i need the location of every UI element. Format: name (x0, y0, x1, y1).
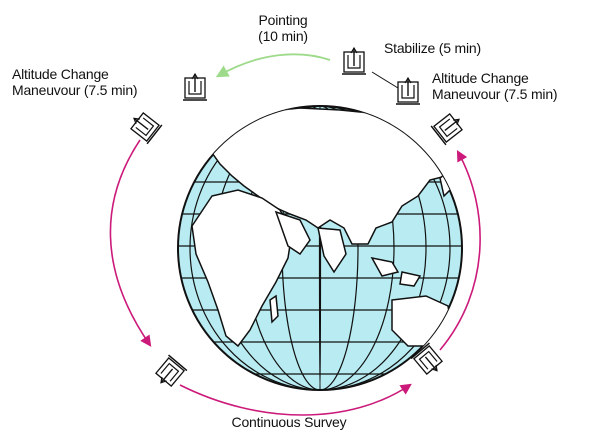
arc-bottom (179, 383, 412, 416)
satellite-icon (154, 354, 188, 388)
arc-right (439, 150, 481, 351)
satellite-icon (396, 76, 420, 105)
stabilize-label: Stabilize (5 min) (384, 40, 481, 56)
continents (191, 107, 453, 348)
arc-pointing (215, 53, 331, 78)
stabilize-leader (371, 71, 399, 89)
pointing-label: Pointing (10 min) (258, 12, 308, 44)
acm-left-label: Altitude Change Maneuvour (7.5 min) (12, 66, 138, 98)
satellite-icon (342, 46, 366, 75)
satellite-icon (130, 112, 163, 145)
earth-globe (177, 105, 463, 391)
satellite-icon (410, 342, 444, 376)
arc-left (109, 139, 152, 347)
satellite-icon (430, 113, 463, 146)
survey-label: Continuous Survey (231, 414, 347, 430)
satellite-icon (183, 72, 207, 101)
acm-right-label: Altitude Change Maneuvour (7.5 min) (432, 70, 558, 102)
